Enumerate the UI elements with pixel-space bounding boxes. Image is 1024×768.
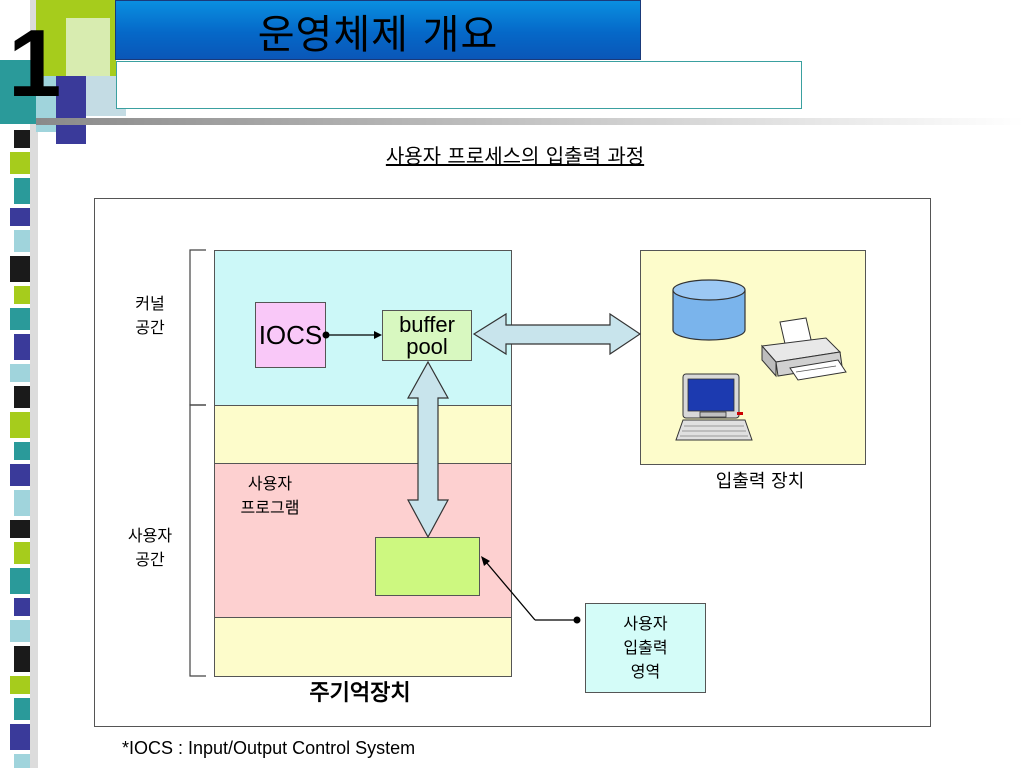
computer-icon (675, 373, 753, 441)
main-memory-label: 주기억장치 (309, 681, 411, 706)
stripe-block (10, 520, 32, 538)
printer-icon (761, 317, 847, 381)
disk-icon (672, 279, 746, 341)
slide-title: 운영체제 개요 (257, 12, 499, 58)
stripe-block (10, 308, 32, 330)
user-io-area-pointer (481, 556, 581, 624)
kernel-space-label: 커널 공간 (135, 294, 165, 337)
stripe-block (10, 208, 32, 226)
user-io-area-line1: 사용자 (623, 614, 668, 633)
user-io-area-label-box: 사용자 입출력 영역 (585, 603, 706, 693)
stripe-edge (30, 0, 38, 768)
stripe-block (10, 568, 32, 594)
stripe-block (10, 152, 32, 174)
space-brackets (189, 249, 206, 677)
subtitle-box (116, 61, 802, 109)
stripe-block (10, 620, 32, 642)
user-io-area-line2: 입출력 (623, 638, 668, 657)
user-io-area-line3: 영역 (630, 662, 661, 681)
stripe-block (10, 724, 32, 750)
header-divider (36, 118, 1024, 125)
diagram-frame (94, 198, 931, 727)
iocs-box: IOCS (255, 302, 326, 368)
stripe-block (10, 676, 32, 694)
footnote: *IOCS : Input/Output Control System (122, 738, 416, 758)
iocs-label: IOCS (258, 319, 323, 350)
buffer-device-double-arrow (472, 312, 642, 356)
diagram-heading: 사용자 프로세스의 입출력 과정 (385, 144, 645, 168)
buffer-userio-double-arrow (406, 360, 450, 539)
slide-number: 1 (8, 10, 61, 117)
stripe-block (10, 256, 32, 282)
stripe-block (10, 464, 32, 486)
user-space-label: 사용자 공간 (127, 526, 173, 569)
slide-number-graphic: 1 (0, 0, 126, 144)
buffer-pool-line1: buffer (399, 311, 455, 337)
stripe-block (10, 364, 32, 382)
buffer-pool-box: buffer pool (382, 310, 472, 361)
memory-gap-lower (214, 617, 512, 677)
memory-gap-upper (214, 405, 512, 464)
buffer-pool-line2: pool (406, 333, 448, 359)
io-device-label: 입출력 장치 (715, 471, 805, 492)
stripe-block (10, 412, 32, 438)
user-program-label: 사용자 프로그램 (240, 474, 300, 517)
iocs-to-buffer-arrow (322, 331, 382, 339)
user-io-area-box (375, 537, 480, 596)
title-bar (115, 0, 641, 60)
